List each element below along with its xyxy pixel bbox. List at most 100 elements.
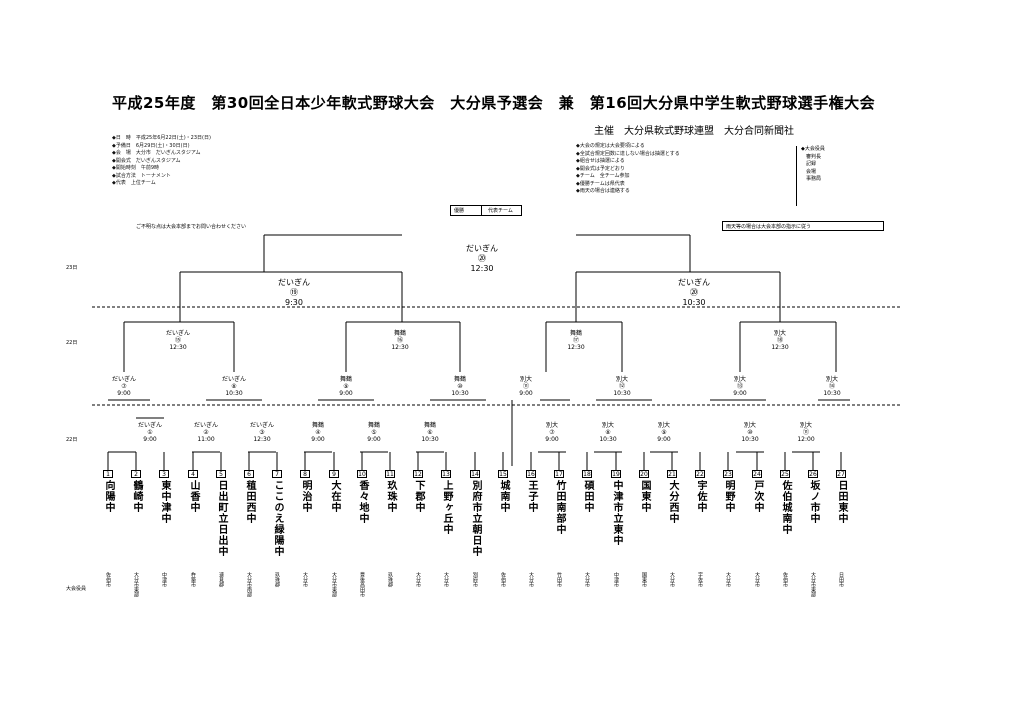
match-no: ⑭ [828,383,836,390]
team-number: 13 [441,470,451,478]
match-venue: 舞鶴 [367,422,381,429]
match-time: 9:00 [545,436,559,443]
match-venue: だいぎん [278,278,310,287]
match-venue: だいぎん [678,278,710,287]
team-region: 大分市 [302,572,308,587]
match-time: 9:00 [367,436,381,443]
match-venue: 舞鶴 [311,422,325,429]
info-left: ◆日 時 平成25年6月22日(土)・23日(日) ◆予備日 6月29日(土)・… [112,135,211,188]
r1-match-4: 舞鶴 ④ 9:00 [311,422,324,443]
r2-match-6: 別大 ⑫ 10:30 [613,376,630,397]
team-region: 大分市東部 [331,572,337,597]
match-venue: 別大 [733,376,747,383]
team-school: 中津市立東中 [611,480,622,546]
team-school: 香々地中 [357,480,368,524]
quarter-match-4: 別大 ⑱ 12:30 [771,330,788,351]
quarter-match-2: 舞鶴 ⑯ 12:30 [391,330,408,351]
match-venue: 舞鶴 [339,376,353,383]
quarter-match-3: 舞鶴 ⑰ 12:30 [567,330,584,351]
team-region: 大分市東部 [133,572,139,597]
organizer: 主催 大分県軟式野球連盟 大分合同新聞社 [594,126,794,137]
match-time: 9:00 [143,436,157,443]
match-no: ① [147,429,153,436]
team-school: 佐伯城南中 [780,480,791,535]
r2-match-3: 舞鶴 ⑨ 9:00 [339,376,352,397]
match-no: ② [203,429,209,436]
side-line: 審判長 [801,153,822,160]
match-time: 12:30 [253,436,271,443]
info-line: ◆開会式は予定どおり [576,165,625,172]
match-time: 10:30 [451,390,469,397]
team-region: 大分市 [415,572,421,587]
info-line: ◆大会の規定は大会要項による [576,143,645,149]
team-region: 日田市 [838,572,844,587]
team-region: 速見郡 [218,572,224,587]
team-school: 戸次中 [752,480,763,513]
team-number: 6 [244,470,254,478]
r1-match-1: だいぎん ① 9:00 [138,422,162,443]
side-line: 記録 [801,161,817,167]
match-no: ⑳ [478,254,486,263]
r2-match-4: 舞鶴 ⑩ 10:30 [451,376,468,397]
match-time: 12:30 [567,344,585,351]
match-no: ⑲ [290,288,298,297]
info-line: ◆組合せは抽選による [576,158,625,164]
match-no: ⑱ [776,337,784,344]
team-school: 竹田南部中 [554,480,565,535]
match-time: 10:30 [225,390,243,397]
r2-match-7: 別大 ⑬ 9:00 [733,376,746,397]
match-venue: 舞鶴 [423,422,437,429]
team-school: 明治中 [300,480,311,513]
team-region: 佐伯市 [782,572,788,587]
match-venue: 舞鶴 [569,330,583,337]
rain-note: 雨天等の場合は大会本部の指示に従う [722,221,884,231]
champion-value: 代表チーム [488,208,513,214]
team-region: 別府市 [472,572,478,587]
match-time: 10:30 [613,390,631,397]
match-no: ⑪ [802,429,810,436]
team-school: 王子中 [526,480,537,513]
team-number: 17 [554,470,564,478]
team-school: 別府市立朝日中 [470,480,481,557]
team-school: 山香中 [188,480,199,513]
match-time: 12:30 [391,344,409,351]
divider [481,206,482,215]
team-school: 国東中 [639,480,650,513]
match-no: ⑫ [618,383,626,390]
final-match: だいぎん ⑳ 12:30 [466,244,498,274]
match-no: ⑮ [174,337,182,344]
team-number: 23 [723,470,733,478]
team-number: 19 [611,470,621,478]
team-region: 大分市 [754,572,760,587]
match-venue: だいぎん [137,422,163,429]
match-time: 10:30 [823,390,841,397]
r2-match-8: 別大 ⑭ 10:30 [823,376,840,397]
match-time: 9:00 [519,390,533,397]
team-number: 21 [667,470,677,478]
match-time: 10:30 [599,436,617,443]
team-number: 1 [103,470,113,478]
match-no: ⑰ [572,337,580,344]
info-line: ◆雨天の場合は連絡する [576,188,630,194]
team-region: 中津市 [613,572,619,587]
team-region: 佐伯市 [500,572,506,587]
match-time: 9:00 [311,436,325,443]
side-line: 事務局 [801,176,822,182]
info-line: ◆開始時刻 午前9時 [112,165,160,171]
team-school: 日出町立日出中 [216,480,227,557]
team-region: 佐伯市 [105,572,111,587]
r1-match-10: 別大 ⑩ 10:30 [741,422,758,443]
match-no: ③ [259,429,265,436]
match-venue: 別大 [545,422,559,429]
match-venue: 舞鶴 [453,376,467,383]
r1-match-3: だいぎん ③ 12:30 [250,422,274,443]
team-school: ここのえ緑陽中 [272,480,283,557]
r1-match-2: だいぎん ② 11:00 [194,422,218,443]
match-venue: 別大 [615,376,629,383]
team-region: 玖珠郡 [387,572,393,587]
match-time: 10:30 [682,298,706,307]
team-region: 大分市 [443,572,449,587]
match-no: ④ [315,429,321,436]
team-school: 大在中 [329,480,340,513]
